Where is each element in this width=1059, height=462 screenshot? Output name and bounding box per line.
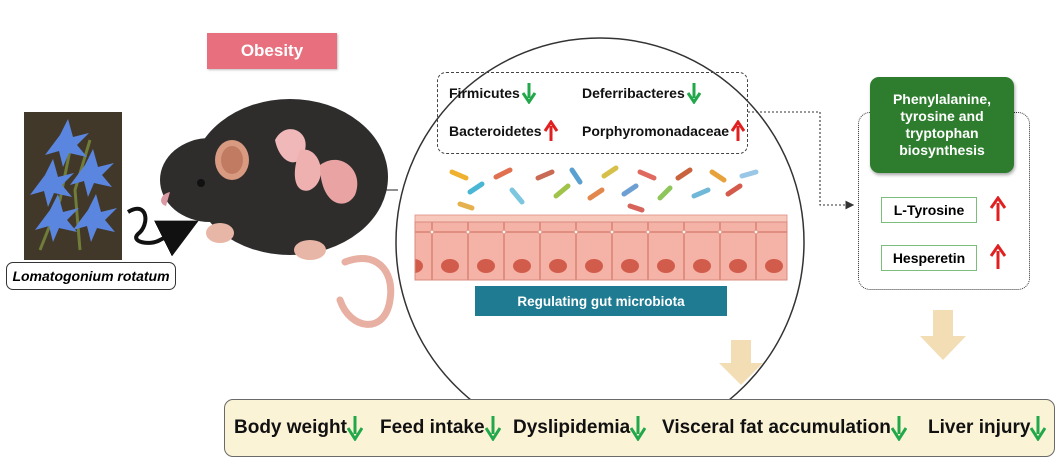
- gut-microbiota-label: Regulating gut microbiota: [475, 286, 727, 316]
- up-arrow-icon: [543, 120, 558, 141]
- taxon-bacteroidetes: Bacteroidetes: [449, 120, 558, 142]
- down-arrow-icon: [686, 83, 701, 104]
- outcome-label: Visceral fat accumulation: [662, 417, 891, 438]
- down-arrow-icon: [890, 416, 907, 441]
- outcome-label: Dyslipidemia: [513, 417, 631, 438]
- down-arrow-icon: [1030, 416, 1047, 441]
- bacteria-cluster: [449, 165, 759, 213]
- plant-photo-art: [24, 112, 122, 260]
- pathway-box: Phenylalanine, tyrosine and tryptophan b…: [870, 77, 1014, 173]
- flow-arrows: [719, 310, 966, 385]
- metabolite-l-tyrosine: L-Tyrosine: [881, 197, 977, 223]
- taxon-porphyromonadaceae: Porphyromonadaceae: [582, 120, 746, 142]
- taxon-firmicutes: Firmicutes: [449, 82, 536, 104]
- taxon-label: Deferribacteres: [582, 85, 685, 101]
- down-arrow-icon: [521, 83, 536, 104]
- mouse-illustration: [160, 99, 395, 328]
- taxon-label: Firmicutes: [449, 85, 520, 101]
- gut-taxa-box: [437, 72, 748, 154]
- metabolite-hesperetin: Hesperetin: [881, 245, 977, 271]
- down-arrow-icon: [484, 416, 501, 441]
- down-arrow-icon: [346, 416, 363, 441]
- outcome-label: Body weight: [234, 417, 347, 438]
- outcome-label: Feed intake: [380, 417, 485, 438]
- outcome-label: Liver injury: [928, 417, 1031, 438]
- outcome-body-weight: Body weight: [234, 415, 363, 441]
- down-arrow-icon: [630, 416, 647, 441]
- taxon-label: Porphyromonadaceae: [582, 123, 730, 139]
- taxon-deferribacteres: Deferribacteres: [582, 82, 701, 104]
- gut-epithelium: [414, 214, 788, 281]
- up-arrow-icon: [731, 120, 746, 141]
- taxon-label: Bacteroidetes: [449, 123, 542, 139]
- obesity-label: Obesity: [207, 33, 337, 69]
- up-arrow-icon: [990, 244, 1006, 269]
- outcome-visceral-fat: Visceral fat accumulation: [662, 415, 907, 441]
- plant-species-label: Lomatogonium rotatum: [6, 262, 176, 290]
- outcome-dyslipidemia: Dyslipidemia: [513, 415, 647, 441]
- up-arrow-icon: [990, 196, 1006, 221]
- outcome-liver-injury: Liver injury: [928, 415, 1047, 441]
- outcome-feed-intake: Feed intake: [380, 415, 501, 441]
- administration-arrow: [126, 207, 199, 257]
